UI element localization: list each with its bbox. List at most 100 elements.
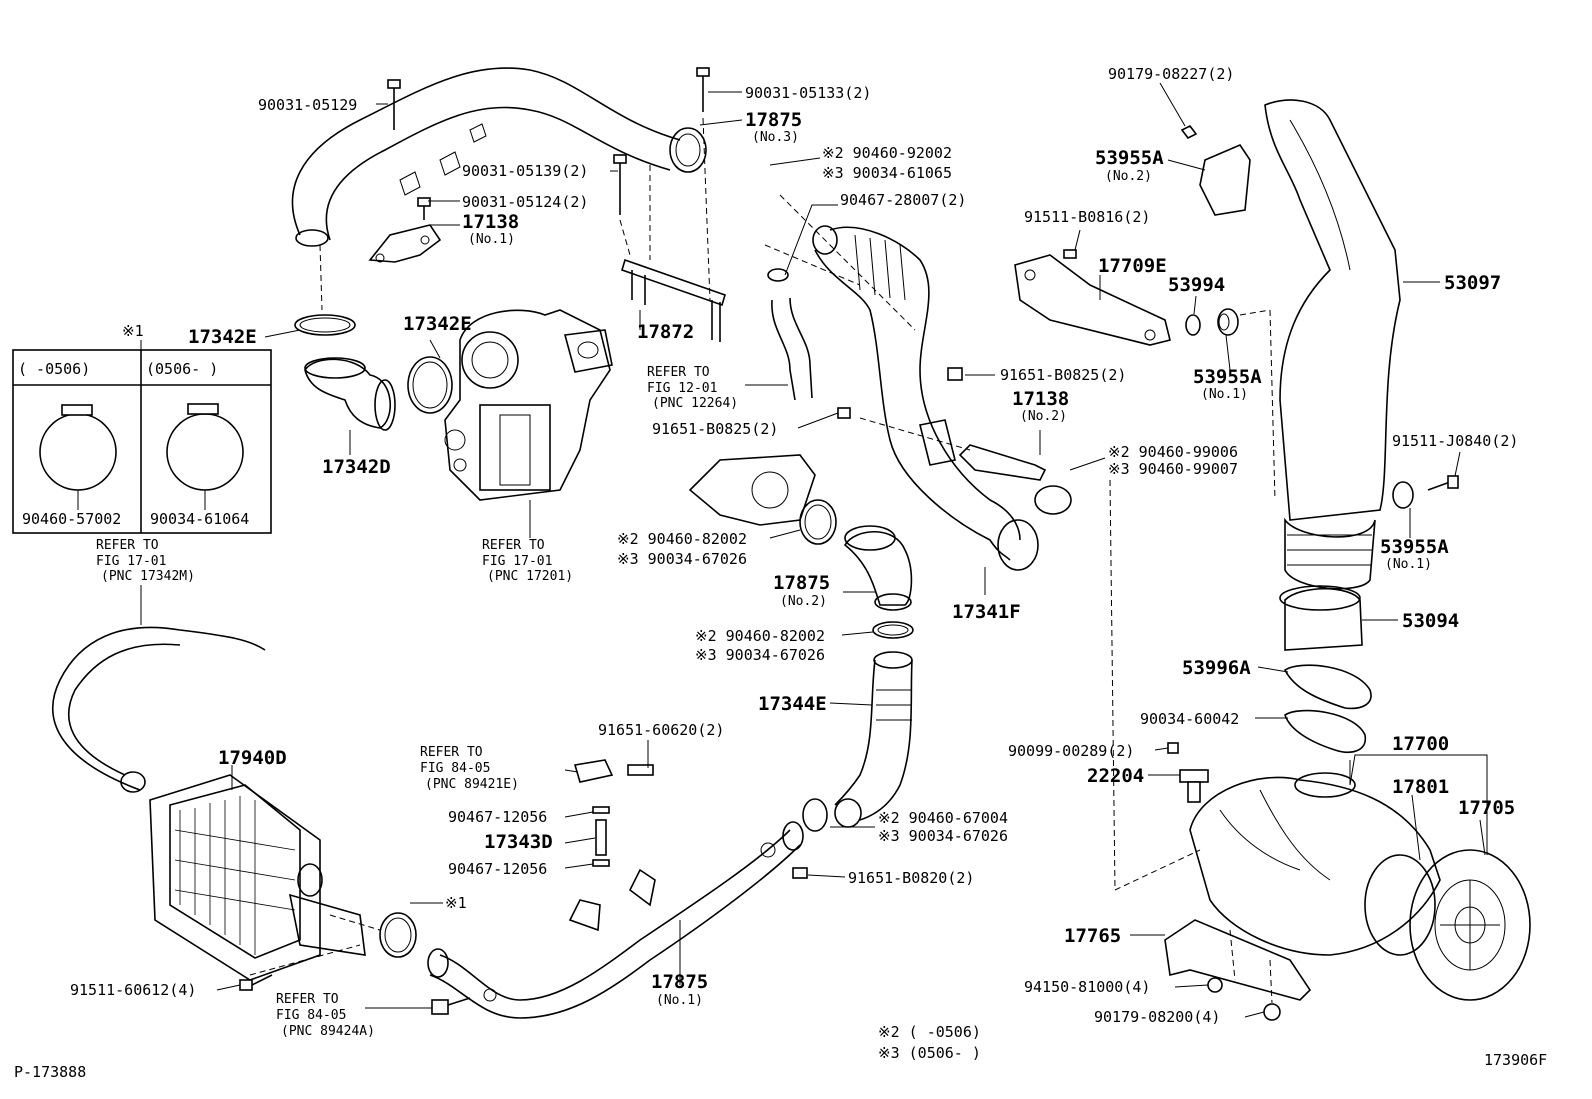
label-17875-no2-sub: (No.2)	[780, 594, 827, 609]
label-91651-60620: 91651-60620(2)	[598, 721, 724, 739]
pipe-17341f	[812, 225, 1039, 571]
label-box-head-2: (0506- )	[146, 360, 218, 378]
label-box-part-1: 90460-57002	[22, 510, 121, 528]
label-clamp-67026-c: ※3 90034-67026	[878, 827, 1008, 845]
label-refer-17342m-c: (PNC 17342M)	[101, 569, 195, 584]
label-refer-12-01-b: FIG 12-01	[647, 381, 717, 396]
label-17138-no2-sub: (No.2)	[1020, 409, 1067, 424]
bracket-17765	[1164, 919, 1312, 1001]
label-17875-no1-sub: (No.1)	[656, 993, 703, 1008]
label-22204: 22204	[1087, 765, 1144, 787]
label-refer-17-01-a: REFER TO	[482, 538, 545, 553]
label-91511-b0816: 91511-B0816(2)	[1024, 208, 1150, 226]
clamp-90460-67004	[802, 798, 828, 832]
clamp-90034-60042	[1284, 709, 1366, 753]
air-pipe-no1	[427, 821, 804, 1019]
sensor-90467	[573, 759, 654, 867]
label-17705: 17705	[1458, 797, 1515, 819]
label-91511-60612: 91511-60612(4)	[70, 981, 196, 999]
duct-53094	[1279, 585, 1363, 651]
bolt-91511-j0840	[1427, 475, 1459, 491]
grommet-53955a-no1-a	[1217, 308, 1239, 336]
label-17342d: 17342D	[322, 456, 391, 478]
label-refer-84-05-f: (PNC 89424A)	[281, 1024, 375, 1039]
label-clamp-99007: ※3 90460-99007	[1108, 460, 1238, 478]
nut-90179-08200	[1263, 1003, 1281, 1021]
label-clamp-99006: ※2 90460-99006	[1108, 443, 1238, 461]
label-17765: 17765	[1064, 925, 1121, 947]
label-clamp-61065: ※3 90034-61065	[822, 164, 952, 182]
bracket-17872	[621, 258, 726, 342]
label-17700: 17700	[1392, 733, 1449, 755]
leader-lines	[140, 82, 1488, 1018]
label-91651-b0825-right: 91651-B0825(2)	[1000, 366, 1126, 384]
bracket-17138-no1	[368, 224, 442, 263]
label-refer-84-05-d: REFER TO	[276, 992, 339, 1007]
label-90179-08227: 90179-08227(2)	[1108, 65, 1234, 83]
label-91651-b0825-left: 91651-B0825(2)	[652, 420, 778, 438]
bolt-90031-05124	[417, 197, 431, 220]
label-clamp-82002-a: ※2 90460-82002	[617, 530, 747, 548]
label-17709e: 17709E	[1098, 255, 1167, 277]
label-17138-no1: 17138	[462, 211, 519, 233]
label-refer-17-01-b: FIG 17-01	[482, 554, 552, 569]
bracket-17709e	[1014, 249, 1171, 346]
label-17138-no1-sub: (No.1)	[468, 232, 515, 247]
label-17940d: 17940D	[218, 747, 287, 769]
label-53955a-no2: 53955A	[1095, 147, 1164, 169]
label-90031-05133: 90031-05133(2)	[745, 84, 871, 102]
label-53955a-no1-a: 53955A	[1193, 366, 1262, 388]
label-17341f: 17341F	[952, 601, 1021, 623]
label-91511-j0840: 91511-J0840(2)	[1392, 432, 1518, 450]
label-90031-05124: 90031-05124(2)	[462, 193, 588, 211]
label-clamp-67026-b: ※3 90034-67026	[695, 646, 825, 664]
bolt-90031-05139	[613, 154, 627, 215]
label-refer-12-01-c: (PNC 12264)	[652, 396, 738, 411]
clamp-variants-box	[12, 349, 272, 534]
grommet-53994	[1185, 314, 1201, 336]
label-17138-no2: 17138	[1012, 388, 1069, 410]
label-17875-no1: 17875	[651, 971, 708, 993]
bolt-91651-b0825	[837, 407, 851, 419]
label-53955a-no1-a-sub: (No.1)	[1201, 387, 1248, 402]
elbow-17342d	[304, 357, 396, 431]
bolt-91651-b0825-b	[947, 367, 963, 381]
air-inlet-53097	[1264, 99, 1401, 590]
bolt-90031-05133	[696, 67, 710, 112]
label-17801: 17801	[1392, 776, 1449, 798]
label-53996a: 53996A	[1182, 657, 1251, 679]
label-17872: 17872	[637, 321, 694, 343]
label-clamp-67026-a: ※3 90034-67026	[617, 550, 747, 568]
label-refer-84-05-a: REFER TO	[420, 745, 483, 760]
throttle-body	[688, 454, 816, 526]
label-53955a-no2-sub: (No.2)	[1105, 169, 1152, 184]
sensor-22204	[1167, 742, 1209, 803]
clamp-x1	[379, 912, 417, 958]
label-90467-28007: 90467-28007(2)	[840, 191, 966, 209]
sensor-89424a	[431, 997, 471, 1015]
label-17875-no3: 17875	[745, 109, 802, 131]
clamp-90460-82002-b	[872, 621, 914, 639]
label-refer-84-05-c: (PNC 89421E)	[425, 777, 519, 792]
label-x1-clamp: ※1	[445, 894, 467, 912]
label-clamp-82002-b: ※2 90460-82002	[695, 627, 825, 645]
clamp-17342e-left	[294, 314, 356, 336]
label-17342e-right: 17342E	[403, 313, 472, 335]
label-91651-b0820: 91651-B0820(2)	[848, 869, 974, 887]
bracket-53955a-no2	[1180, 124, 1251, 216]
label-94150-81000: 94150-81000(4)	[1024, 978, 1150, 996]
clamp-17342e-right	[407, 356, 453, 414]
label-17343d: 17343D	[484, 831, 553, 853]
label-refer-12-01-a: REFER TO	[647, 365, 710, 380]
label-53994: 53994	[1168, 274, 1225, 296]
label-53955a-no1-b-sub: (No.1)	[1385, 557, 1432, 572]
label-footer-left: P-173888	[14, 1063, 86, 1081]
label-90031-05129: 90031-05129	[258, 96, 357, 114]
label-90179-08200: 90179-08200(4)	[1094, 1008, 1220, 1026]
label-53955a-no1-b: 53955A	[1380, 536, 1449, 558]
hose-17344e	[834, 651, 913, 828]
label-note-2: ※2 ( -0506)	[878, 1023, 981, 1041]
label-refer-17342m-a: REFER TO	[96, 538, 159, 553]
